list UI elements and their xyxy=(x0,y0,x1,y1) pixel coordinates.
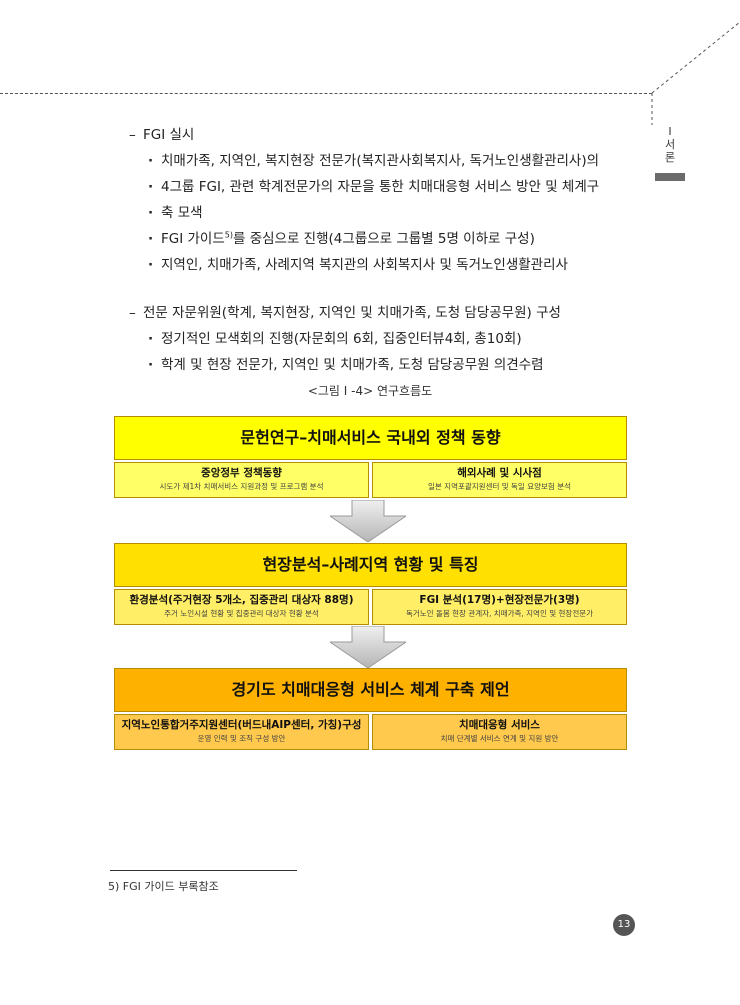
down-arrow-icon xyxy=(330,500,406,542)
body-text: FGI 실시 치매가족, 지역인, 복지현장 전문가(복지관사회복지사, 독거노… xyxy=(125,122,655,378)
cell-subtitle: 시도가 제1차 치매서비스 지원과정 및 프로그램 분석 xyxy=(159,482,324,491)
chapter-side-tab: I 서 론 xyxy=(655,125,685,164)
bullet-opinions: 학계 및 현장 전문가, 지역인 및 치매가족, 도청 담당공무원 의견수렴 xyxy=(125,352,655,378)
bullet-meetings: 정기적인 모색회의 진행(자문회의 6회, 집중인터뷰4회, 총10회) xyxy=(125,326,655,352)
bullet-fgi-guide: FGI 가이드5)를 중심으로 진행(4그룹으로 그룹별 5명 이하로 구성) xyxy=(125,226,655,252)
chapter-side-bar xyxy=(655,173,685,181)
flow-cell-central-gov: 중앙정부 정책동향 시도가 제1차 치매서비스 지원과정 및 프로그램 분석 xyxy=(114,462,369,498)
flow-cell-overseas: 해외사례 및 시사점 일본 지역포괄지원센터 및 독일 요양보험 분석 xyxy=(372,462,627,498)
cell-subtitle: 운영 인력 및 조직 구성 방안 xyxy=(197,734,286,743)
flow-cell-dementia-service: 치매대응형 서비스 치매 단계별 서비스 연계 및 지원 방안 xyxy=(372,714,627,750)
footnote-ref: 5) xyxy=(224,230,233,240)
cell-subtitle: 일본 지역포괄지원센터 및 독일 요양보험 분석 xyxy=(427,482,572,491)
heading-advisory: 전문 자문위원(학계, 복지현장, 지역인 및 치매가족, 도청 담당공무원) … xyxy=(125,300,655,326)
bullet-fgi-participants-cont1: 4그룹 FGI, 관련 학계전문가의 자문을 통한 치매대응형 서비스 방안 및… xyxy=(125,174,655,200)
cell-title: 해외사례 및 시사점 xyxy=(457,467,542,479)
band-proposal-title: 경기도 치매대응형 서비스 체계 구축 제언 xyxy=(231,680,510,699)
cell-subtitle: 주거 노인시설 현황 및 집중관리 대상자 현황 분석 xyxy=(164,609,319,618)
header-dashed-line xyxy=(0,93,652,94)
cell-title: 치매대응형 서비스 xyxy=(459,719,540,731)
flow-cell-environment: 환경분석(주거현장 5개소, 집중관리 대상자 88명) 주거 노인시설 현황 … xyxy=(114,589,369,625)
chapter-char-2: 론 xyxy=(664,151,676,164)
chapter-numeral: I xyxy=(668,125,672,138)
page-number-badge: 13 xyxy=(613,914,635,936)
corner-decoration xyxy=(651,21,740,125)
flow-band-literature: 문헌연구–치매서비스 국내외 정책 동향 xyxy=(114,416,627,460)
cell-title: 환경분석(주거현장 5개소, 집중관리 대상자 88명) xyxy=(129,594,354,606)
flow-cell-aip-center: 지역노인통합거주지원센터(버드내AIP센터, 가칭)구성 운영 인력 및 조직 … xyxy=(114,714,369,750)
flow-band-field-analysis: 현장분석–사례지역 현황 및 특징 xyxy=(114,543,627,587)
figure-caption: <그림 Ⅰ -4> 연구흐름도 xyxy=(307,384,433,398)
chapter-char-1: 서 xyxy=(664,138,676,151)
band-literature-title: 문헌연구–치매서비스 국내외 정책 동향 xyxy=(240,428,501,447)
guide-text-b: 를 중심으로 진행(4그룹으로 그룹별 5명 이하로 구성) xyxy=(232,231,535,247)
cell-subtitle: 독거노인 돌봄 현장 관계자, 치매가족, 지역인 및 현장전문가 xyxy=(405,609,594,618)
cell-title: FGI 분석(17명)+현장전문가(3명) xyxy=(419,594,580,606)
footnote: 5) FGI 가이드 부록참조 xyxy=(108,880,219,893)
flow-cell-fgi-analysis: FGI 분석(17명)+현장전문가(3명) 독거노인 돌봄 현장 관계자, 치매… xyxy=(372,589,627,625)
cell-title: 중앙정부 정책동향 xyxy=(201,467,282,479)
footnote-rule xyxy=(110,870,297,871)
cell-title: 지역노인통합거주지원센터(버드내AIP센터, 가칭)구성 xyxy=(121,719,362,731)
bullet-fgi-participants: 치매가족, 지역인, 복지현장 전문가(복지관사회복지사, 독거노인생활관리사)… xyxy=(125,148,655,174)
flow-band-proposal: 경기도 치매대응형 서비스 체계 구축 제언 xyxy=(114,668,627,712)
cell-subtitle: 치매 단계별 서비스 연계 및 지원 방안 xyxy=(440,734,559,743)
down-arrow-icon xyxy=(330,626,406,668)
band-field-title: 현장분석–사례지역 현황 및 특징 xyxy=(262,555,479,574)
heading-fgi: FGI 실시 xyxy=(125,122,655,148)
bullet-fgi-members: 지역인, 치매가족, 사례지역 복지관의 사회복지사 및 독거노인생활관리사 xyxy=(125,252,655,278)
bullet-fgi-participants-cont2: 축 모색 xyxy=(125,200,655,226)
guide-text-a: FGI 가이드 xyxy=(161,231,225,247)
